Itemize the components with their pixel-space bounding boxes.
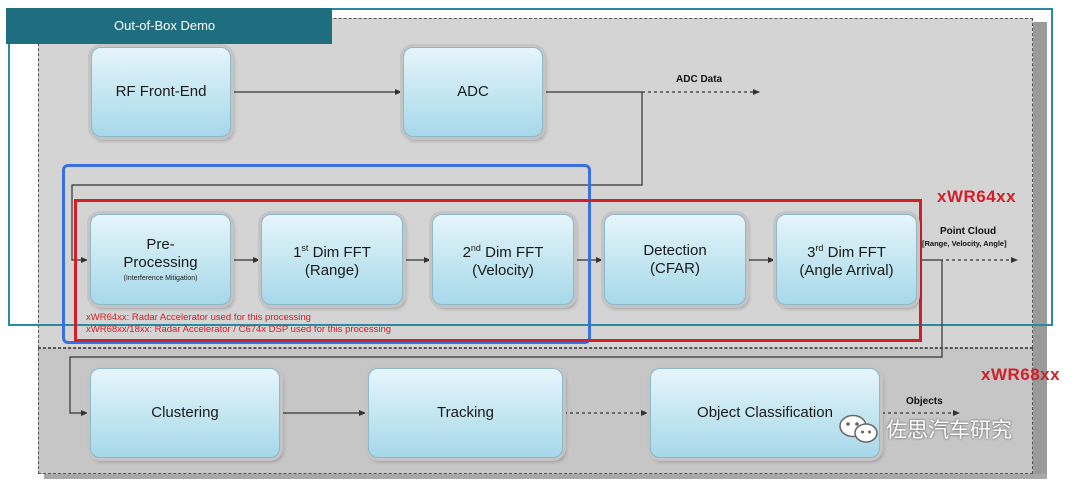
fft3-ordinal: 3: [807, 244, 816, 261]
detection-line1: Detection: [643, 241, 707, 259]
detection-line2: (CFAR): [650, 259, 700, 277]
loop-adc-to-pre: [71, 92, 643, 263]
demo-tab-label: Out-of-Box Demo: [6, 8, 332, 44]
clustering-label: Clustering: [151, 404, 219, 421]
fft2-ordinal: 2: [462, 244, 471, 261]
pre-processing-sub: (Interference Mitigation): [123, 275, 198, 282]
panel-shadow-right: [1033, 22, 1047, 477]
pre-processing-block: Pre- Processing (Interference Mitigation…: [90, 214, 231, 305]
pre-processing-line1: Pre-: [146, 236, 175, 253]
note-xwr68: xWR68xx/18xx: Radar Accelerator / C674x …: [86, 324, 392, 335]
blue-processing-outline: [62, 164, 591, 344]
wechat-logo-icon: [839, 414, 878, 443]
clustering-block: Clustering: [90, 368, 280, 458]
fft2-block: 2nd Dim FFT (Velocity): [432, 214, 574, 305]
fft2-line1: 2nd Dim FFT: [463, 239, 544, 262]
fft1-ordinal-suffix: st: [301, 243, 309, 253]
fft3-ordinal-suffix: rd: [815, 243, 824, 253]
tracking-label: Tracking: [437, 404, 494, 421]
note-xwr64: xWR64xx: Radar Accelerator used for this…: [86, 312, 311, 323]
xwr64xx-label: xWR64xx: [937, 187, 1017, 206]
panel-shadow-bottom: [44, 474, 1047, 479]
adc-block: ADC: [403, 47, 543, 137]
fft2-line2: (Velocity): [472, 262, 534, 279]
pre-processing-line2: Processing: [123, 254, 198, 271]
fft1-block: 1st Dim FFT (Range): [261, 214, 403, 305]
tracking-block: Tracking: [368, 368, 563, 458]
object-classification-block: Object Classification: [650, 368, 880, 458]
red-processing-outline: [74, 199, 922, 342]
demo-outline: [8, 8, 1053, 326]
fft1-line1: 1st Dim FFT: [293, 239, 371, 262]
fft3-block: 3rd Dim FFT (Angle Arrival): [776, 214, 917, 305]
xwr68xx-label: xWR68xx: [981, 365, 1061, 384]
adc-label: ADC: [457, 83, 489, 100]
loop-pc-to-clustering: [69, 260, 943, 416]
fft2-title: Dim FFT: [480, 244, 544, 261]
object-classification-label: Object Classification: [697, 404, 833, 421]
fft3-line2: (Angle Arrival): [799, 262, 894, 279]
watermark: 佐思汽车研究: [838, 414, 1012, 444]
fft1-title: Dim FFT: [308, 244, 371, 261]
fft3-line1: 3rd Dim FFT: [807, 239, 886, 262]
objects-label: Objects: [906, 396, 943, 407]
detection-block: Detection (CFAR): [604, 214, 746, 305]
point-cloud-title: Point Cloud: [940, 226, 997, 237]
rf-front-end-block: RF Front-End: [91, 47, 231, 137]
point-cloud-sub: [Range, Velocity, Angle]: [922, 239, 1007, 248]
watermark-text: 佐思汽车研究: [886, 419, 1012, 442]
rf-front-end-label: RF Front-End: [115, 83, 207, 100]
fft1-ordinal: 1: [293, 244, 302, 261]
fft3-title: Dim FFT: [823, 244, 886, 261]
fft1-line2: (Range): [304, 262, 360, 279]
fft2-ordinal-suffix: nd: [470, 243, 481, 253]
adc-data-label: ADC Data: [676, 74, 723, 85]
